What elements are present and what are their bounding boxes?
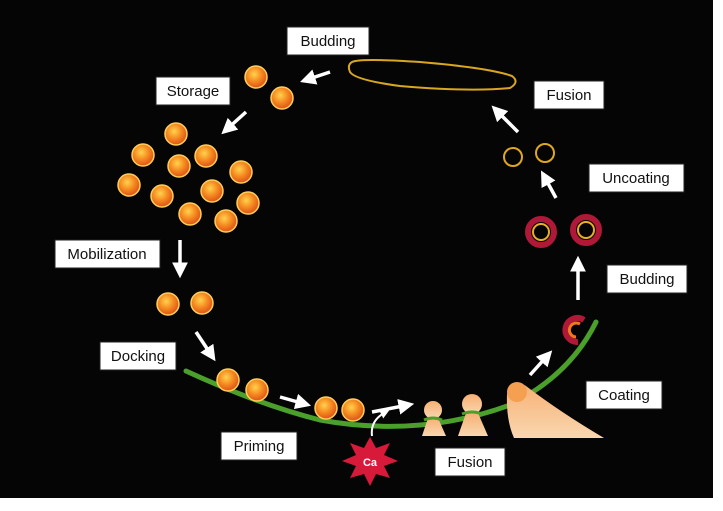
vesicles: [117, 65, 365, 422]
label-storage: Storage: [155, 76, 231, 106]
calcium-burst: Ca: [342, 410, 398, 486]
label-docking: Docking: [99, 341, 177, 371]
vesicle: [200, 179, 224, 203]
arrow-docking: [194, 331, 216, 362]
svg-text:Uncoating: Uncoating: [602, 170, 670, 187]
label-budding-right: Budding: [606, 264, 688, 294]
arrow-to-fusion: [371, 399, 415, 415]
arrow-coating-to-budding: [528, 350, 553, 377]
vesicle: [245, 378, 269, 402]
label-uncoating: Uncoating: [588, 163, 685, 193]
vesicle: [216, 368, 240, 392]
calcium-label: Ca: [363, 457, 378, 469]
fusing-vesicles: [422, 394, 488, 436]
vesicle: [131, 143, 155, 167]
membrane-contact: [461, 410, 483, 416]
svg-text:Docking: Docking: [111, 348, 165, 365]
stage-labels: Budding Storage Mobilization Docking Pri…: [54, 26, 688, 477]
coating-region: [506, 383, 604, 438]
arrow-storage-to-cluster: [221, 110, 248, 135]
vesicle: [270, 86, 294, 110]
coated-vesicles: [525, 214, 602, 248]
vesicle: [244, 65, 268, 89]
coated-vesicle-core: [577, 221, 595, 239]
vesicle: [178, 202, 202, 226]
coating-vesicle: [507, 382, 527, 402]
vesicle: [117, 173, 141, 197]
fusion-pore: [458, 413, 488, 436]
budding-coated-vesicle-inner: [567, 321, 581, 339]
coated-vesicle: [525, 216, 557, 248]
vesicle: [341, 398, 365, 422]
uncoated-vesicles: [503, 143, 555, 167]
svg-text:Budding: Budding: [300, 33, 355, 50]
uncoated-vesicle: [535, 143, 555, 163]
vesicle: [236, 191, 260, 215]
fusing-vesicle: [424, 401, 442, 419]
arrow-uncoating-up: [540, 170, 558, 199]
calcium-arrow: [370, 410, 390, 437]
label-fusion-top: Fusion: [533, 80, 605, 110]
label-priming: Priming: [220, 431, 298, 461]
label-mobilization: Mobilization: [54, 239, 161, 269]
vesicle: [214, 209, 238, 233]
fusion-pore: [422, 418, 446, 436]
svg-text:Priming: Priming: [234, 438, 285, 455]
vesicle: [194, 144, 218, 168]
label-fusion-bottom: Fusion: [434, 447, 506, 477]
coated-vesicle: [570, 214, 602, 246]
vesicle: [150, 184, 174, 208]
cycle-arrows: [172, 69, 586, 415]
label-budding-top: Budding: [286, 26, 370, 56]
svg-text:Storage: Storage: [167, 83, 220, 100]
coated-vesicle-core: [532, 223, 550, 241]
vesicle: [314, 396, 338, 420]
vesicle: [156, 292, 180, 316]
vesicle: [164, 122, 188, 146]
vesicle: [229, 160, 253, 184]
arrow-budding-to-storage: [300, 69, 331, 85]
label-coating: Coating: [585, 380, 663, 410]
endosome: [347, 59, 517, 91]
arrow-fusion-up: [491, 105, 520, 134]
arrow-priming: [279, 393, 312, 410]
svg-text:Fusion: Fusion: [447, 454, 492, 471]
membrane-contact: [423, 416, 443, 422]
plasma-membrane: [183, 319, 599, 429]
calcium-star: [342, 437, 398, 486]
svg-text:Fusion: Fusion: [546, 87, 591, 104]
vesicle: [167, 154, 191, 178]
uncoated-vesicle: [503, 147, 523, 167]
svg-text:Mobilization: Mobilization: [67, 246, 146, 263]
vesicle: [190, 291, 214, 315]
budding-coated-vesicle: [562, 315, 586, 345]
fusing-vesicle: [462, 394, 482, 414]
svg-text:Coating: Coating: [598, 387, 650, 404]
svg-text:Budding: Budding: [619, 271, 674, 288]
